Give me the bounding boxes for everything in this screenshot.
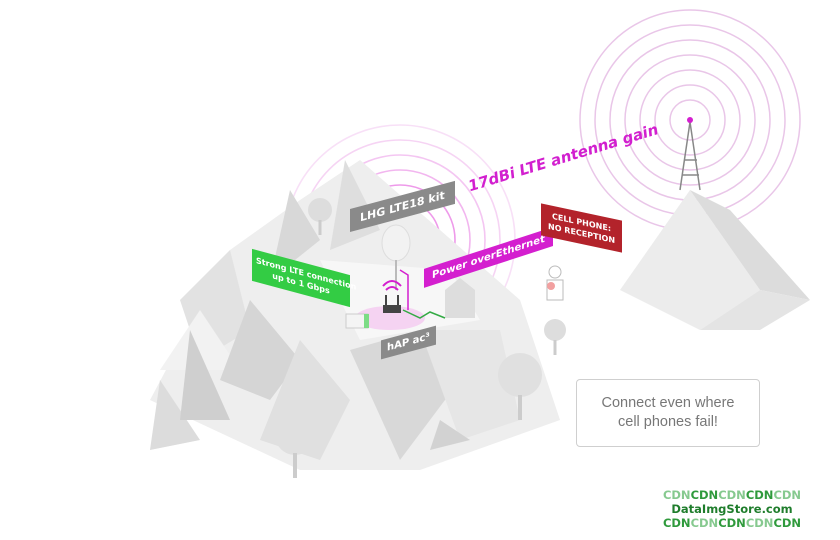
callout-line1: Connect even where xyxy=(601,395,735,411)
watermark: CDNCDNCDNCDNCDN DataImgStore.com CDNCDNC… xyxy=(662,488,802,530)
tower-mountain xyxy=(620,190,810,330)
wm-3b: CDN xyxy=(690,516,719,530)
laptop-icon xyxy=(345,313,369,329)
callout-line2: cell phones fail! xyxy=(618,414,718,430)
tree-icon xyxy=(498,353,542,420)
wm-3d: CDN xyxy=(745,516,774,530)
wm-1a: CDN xyxy=(662,488,691,502)
trees xyxy=(275,198,566,478)
tree-icon xyxy=(308,198,332,235)
wm-3e: CDN xyxy=(773,516,802,530)
wm-1b: CDN xyxy=(690,488,719,502)
connect-callout: Connect even where cell phones fail! xyxy=(576,379,760,447)
poe-cable xyxy=(399,269,409,310)
lhg-antenna-icon xyxy=(381,224,411,290)
ethernet-cable xyxy=(402,309,446,319)
wm-3a: CDN xyxy=(662,516,691,530)
tree-icon xyxy=(544,319,566,355)
person-icon xyxy=(546,265,564,301)
house-icon xyxy=(445,278,475,318)
wm-3c: CDN xyxy=(718,516,746,530)
wm-site: DataImgStore.com xyxy=(671,502,793,516)
wm-1e: CDN xyxy=(773,488,802,502)
router-icon xyxy=(382,280,402,313)
tree-icon xyxy=(275,415,315,478)
wm-1d: CDN xyxy=(745,488,774,502)
wm-1c: CDN xyxy=(718,488,746,502)
cell-tower-icon xyxy=(679,117,701,191)
